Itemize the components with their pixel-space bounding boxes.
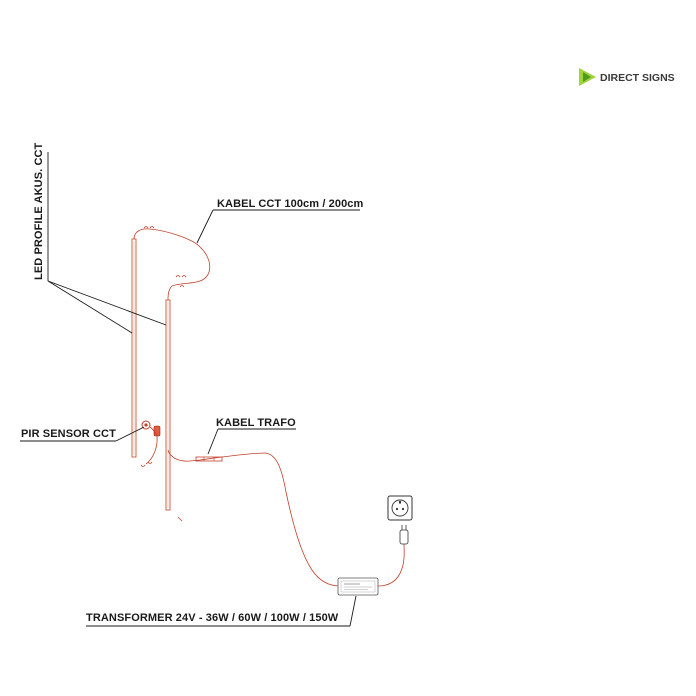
wall-socket-icon <box>387 495 413 521</box>
transformer-box <box>337 577 379 596</box>
led-profile-1 <box>131 238 137 458</box>
led-profile-2 <box>165 299 171 511</box>
label-kabel-cct: KABEL CCT 100cm / 200cm <box>217 198 363 210</box>
leader-lines <box>20 152 360 627</box>
label-kabel-trafo: KABEL TRAFO <box>216 417 296 429</box>
pir-sensor <box>141 420 161 465</box>
power-plug-icon <box>399 525 409 545</box>
brand-name: DIRECT SIGNS <box>600 72 675 84</box>
trafo-cable-connector <box>195 456 223 462</box>
label-pir-sensor: PIR SENSOR CCT <box>21 428 116 440</box>
end-connectors <box>140 226 187 522</box>
cable-cct <box>133 228 211 301</box>
direct-signs-logo <box>579 68 596 86</box>
label-led-profile: LED PROFILE AKUS. CCT <box>33 142 45 280</box>
cable-power <box>377 543 405 587</box>
brand-logo: DIRECT SIGNS <box>579 68 675 86</box>
label-transformer: TRANSFORMER 24V - 36W / 60W / 100W / 150… <box>86 612 339 624</box>
cable-trafo <box>167 449 341 587</box>
